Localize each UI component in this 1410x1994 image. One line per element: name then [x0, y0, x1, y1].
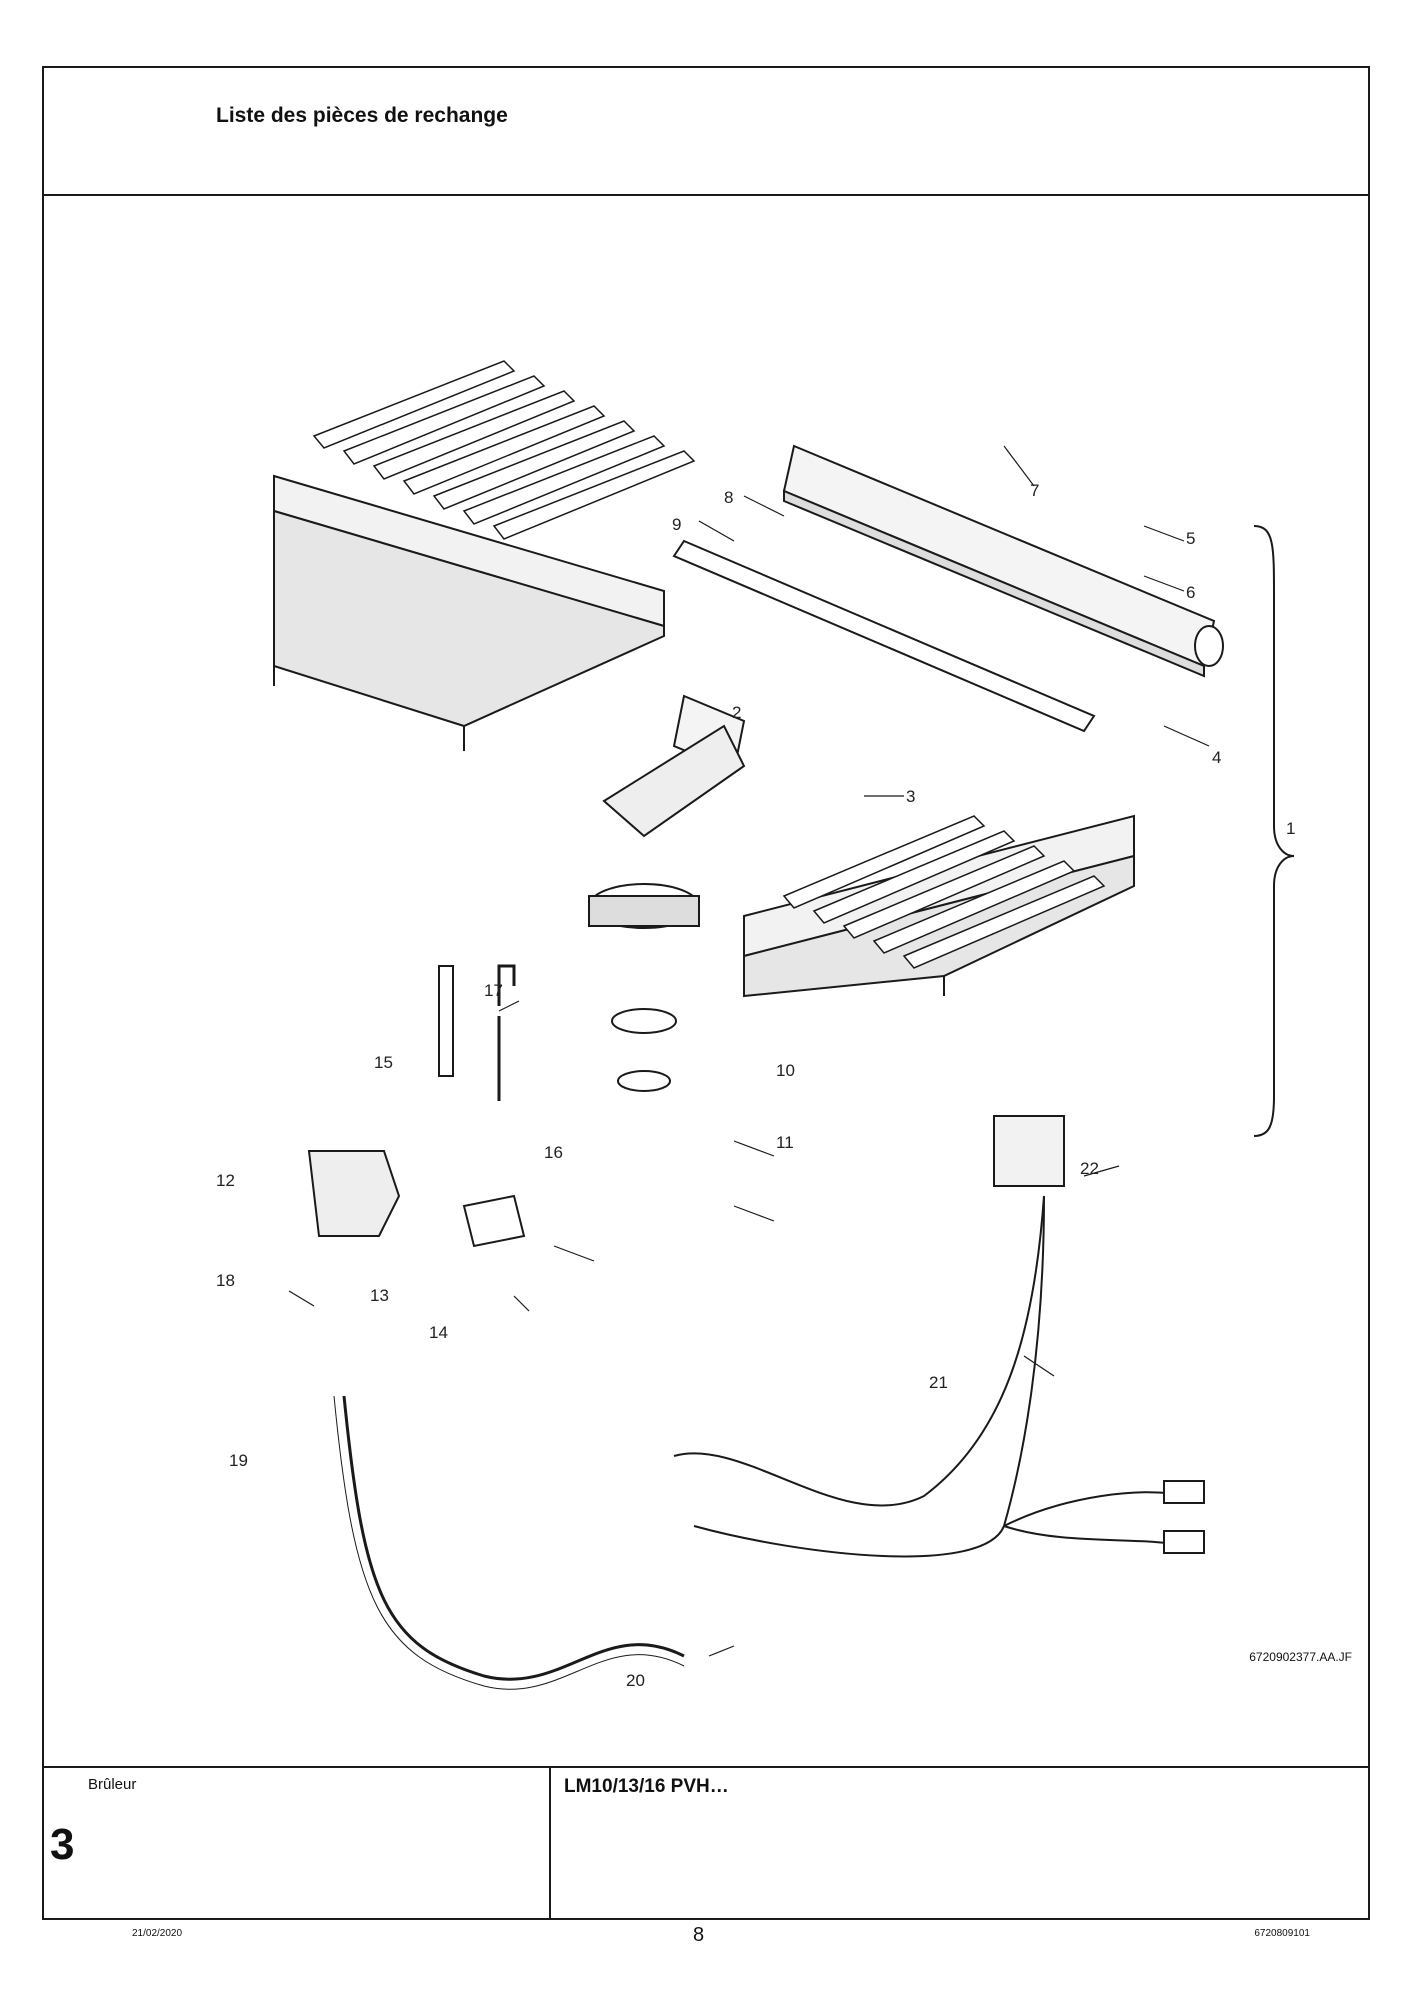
- connector-a: [1163, 1480, 1205, 1504]
- pilot-pipe: [342, 1395, 685, 1681]
- footer-column-divider: [549, 1768, 551, 1920]
- callout-18: 18: [216, 1271, 235, 1290]
- callout-19: 19: [229, 1451, 248, 1470]
- callout-5: 5: [1186, 529, 1195, 548]
- pilot-pipe-inner: [333, 1395, 685, 1690]
- page-number: 8: [693, 1924, 705, 1946]
- callout-14: 14: [429, 1323, 448, 1342]
- callout-22: 22: [1080, 1159, 1099, 1178]
- washer-10: [611, 1008, 677, 1034]
- washer-11: [617, 1070, 671, 1092]
- callout-1: 1: [1286, 819, 1295, 838]
- callout-13: 13: [370, 1286, 389, 1305]
- header-divider: [44, 194, 1368, 196]
- drawing-reference: 6720902377.AA.JF: [1249, 1650, 1352, 1664]
- callout-17: 17: [484, 981, 503, 1000]
- connector-b: [1163, 1530, 1205, 1554]
- callout-7: 7: [1030, 481, 1039, 500]
- callout-4: 4: [1212, 748, 1221, 767]
- callout-9: 9: [672, 515, 681, 534]
- microswitch: [993, 1115, 1065, 1187]
- pilot-valve: [307, 1150, 401, 1237]
- callout-2: 2: [732, 703, 741, 722]
- manifold-bar: [782, 444, 1224, 678]
- page-frame: Liste des pièces de rechange: [42, 66, 1370, 1920]
- callout-16: 16: [544, 1143, 563, 1162]
- callout-15: 15: [374, 1053, 393, 1072]
- injector-pipe: [588, 694, 746, 929]
- callout-3: 3: [906, 787, 915, 806]
- seal-strip: [672, 539, 1096, 733]
- section-number: 3: [50, 1820, 75, 1869]
- electrode-16: [497, 964, 516, 1101]
- page-title: Liste des pièces de rechange: [216, 104, 508, 127]
- callout-11: 11: [776, 1133, 794, 1152]
- document-code: 6720809101: [1254, 1928, 1310, 1939]
- footer-divider: [44, 1766, 1368, 1768]
- callout-10: 10: [776, 1061, 795, 1080]
- exploded-view-drawing: 1 2 3 4 5 6 7 8 9 10 11 12 13 14 15 16 1…: [216, 360, 1295, 1690]
- wire-harness: [693, 1195, 1045, 1558]
- callout-21: 21: [929, 1373, 948, 1392]
- callout-12: 12: [216, 1171, 235, 1190]
- burner-block-left: [273, 360, 696, 751]
- electrode-17: [438, 965, 454, 1077]
- callout-6: 6: [1186, 583, 1195, 602]
- bracket-14: [462, 1194, 526, 1248]
- callout-8: 8: [724, 488, 733, 507]
- callout-labels: 1 2 3 4 5 6 7 8 9 10 11 12 13 14 15 16 1…: [216, 481, 1295, 1690]
- burner-block-right: [743, 814, 1135, 998]
- print-date: 21/02/2020: [132, 1928, 183, 1939]
- callout-20: 20: [626, 1671, 645, 1690]
- section-name: Brûleur: [88, 1776, 137, 1793]
- brace-1: [1253, 525, 1295, 1137]
- model-name: LM10/13/16 PVH…: [564, 1776, 729, 1797]
